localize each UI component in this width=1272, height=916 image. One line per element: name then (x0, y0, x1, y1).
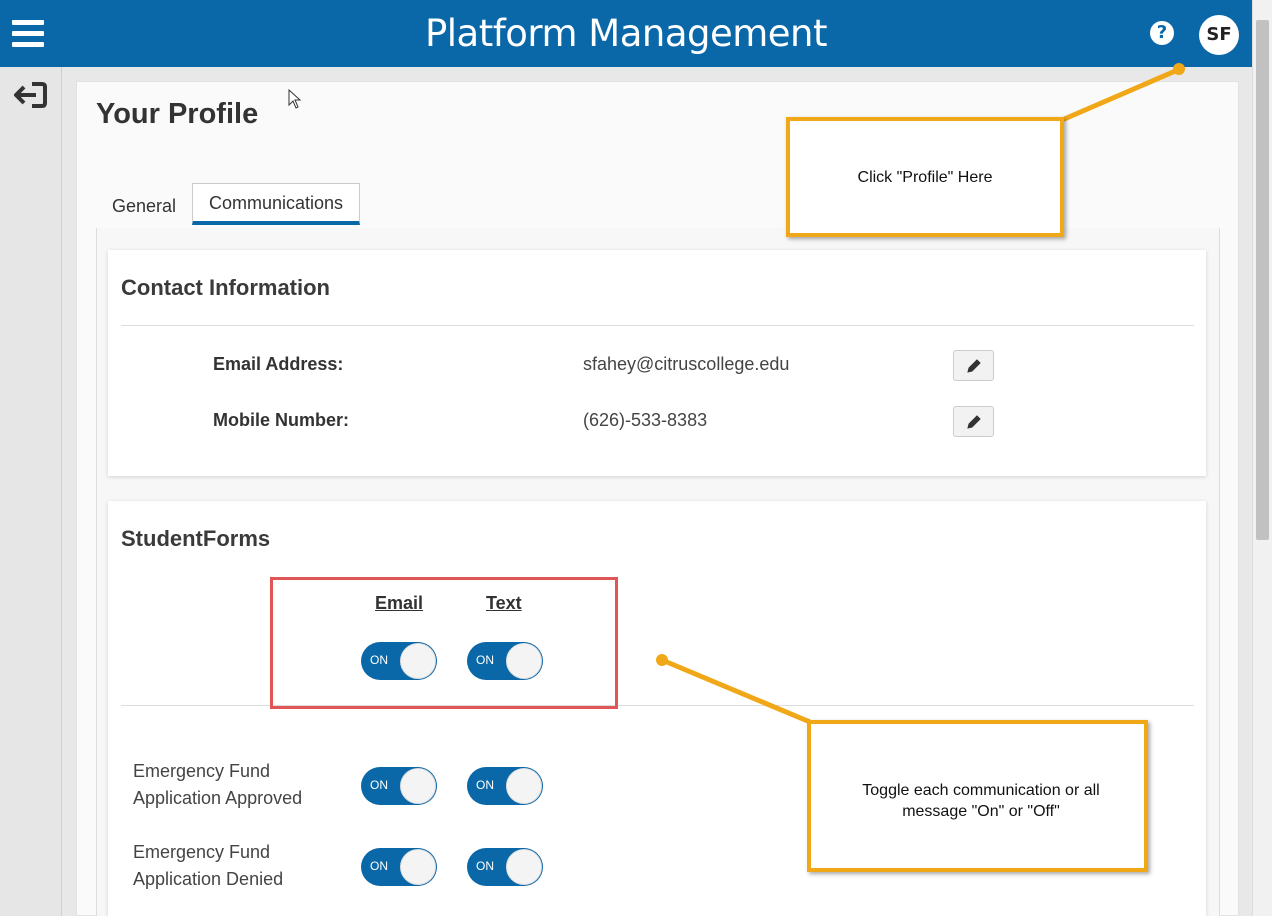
callout-toggle: Toggle each communication or all message… (807, 720, 1148, 872)
help-icon[interactable]: ? (1150, 21, 1174, 45)
pencil-icon (967, 359, 981, 373)
toggle-state: ON (476, 859, 494, 873)
tab-general[interactable]: General (111, 196, 177, 216)
toggle-approved-email[interactable]: ON (361, 767, 437, 805)
highlight-box (270, 577, 618, 709)
email-value: sfahey@citruscollege.edu (583, 354, 790, 374)
mouse-cursor-icon (288, 89, 302, 109)
scrollbar[interactable] (1252, 0, 1272, 916)
email-label: Email Address: (213, 354, 344, 374)
app-header: Platform Management ? SF (0, 0, 1252, 67)
toggle-all-text[interactable]: ON (467, 642, 543, 680)
callout-text: Click "Profile" Here (857, 169, 993, 186)
row-label-denied: Emergency Fund Application Denied (133, 842, 284, 889)
logout-icon[interactable] (12, 81, 48, 109)
side-rail (0, 67, 62, 916)
toggle-all-email[interactable]: ON (361, 642, 437, 680)
edit-mobile-button[interactable] (953, 406, 994, 437)
mobile-value: (626)-533-8383 (583, 410, 708, 430)
row-label-approved: Emergency Fund Application Approved (133, 761, 303, 808)
toggle-denied-email[interactable]: ON (361, 848, 437, 886)
menu-icon[interactable] (12, 20, 44, 48)
toggle-approved-text[interactable]: ON (467, 767, 543, 805)
app-title: Platform Management (424, 12, 828, 55)
callout-profile: Click "Profile" Here (786, 117, 1064, 237)
toggle-state: ON (476, 653, 494, 667)
callout-text: Toggle each communication or all message… (862, 782, 1100, 820)
card-title: Contact Information (121, 275, 330, 300)
column-header-email: Email (375, 593, 424, 613)
divider (121, 705, 1194, 706)
edit-email-button[interactable] (953, 350, 994, 381)
mobile-label: Mobile Number: (213, 410, 350, 430)
pencil-icon (967, 415, 981, 429)
toggle-knob (400, 643, 436, 679)
page-title: Your Profile (96, 98, 259, 130)
contact-information-card: Contact Information Email Address: sfahe… (108, 250, 1206, 476)
toggle-knob (400, 849, 436, 885)
toggle-state: ON (476, 778, 494, 792)
toggle-knob (506, 849, 542, 885)
tab-communications[interactable]: Communications (192, 183, 360, 225)
toggle-knob (400, 768, 436, 804)
toggle-knob (506, 768, 542, 804)
toggle-knob (506, 643, 542, 679)
scrollbar-thumb[interactable] (1256, 20, 1269, 540)
toggle-denied-text[interactable]: ON (467, 848, 543, 886)
column-header-text: Text (486, 593, 522, 613)
toggle-state: ON (370, 859, 388, 873)
profile-avatar[interactable]: SF (1199, 15, 1239, 55)
card-title: StudentForms (121, 526, 271, 551)
toggle-state: ON (370, 653, 388, 667)
toggle-state: ON (370, 778, 388, 792)
divider (121, 325, 1194, 326)
